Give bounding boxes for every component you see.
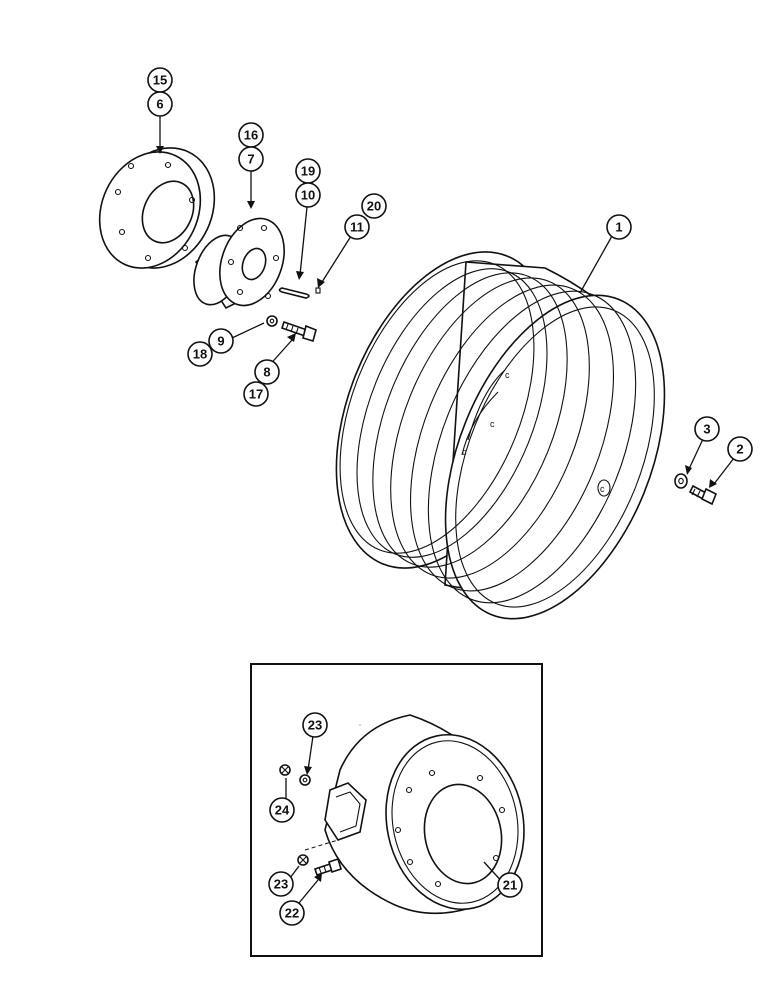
- washer-icon: [266, 315, 278, 327]
- callout-label-2: 2: [736, 442, 743, 457]
- hub-flange-icon: [98, 147, 216, 269]
- callout-label-8: 8: [263, 365, 270, 380]
- callout-label-11: 11: [350, 220, 364, 235]
- bolt-icon: [280, 320, 317, 343]
- washer-icon: [299, 774, 311, 786]
- callout-9: 9: [208, 328, 234, 354]
- callout-label-19: 19: [301, 164, 315, 179]
- callout-24: 24: [269, 797, 295, 823]
- callout-label-22: 22: [285, 906, 299, 921]
- callout-label-15: 15: [153, 73, 167, 88]
- callout-label-23: 23: [308, 718, 322, 733]
- callout-15: 15: [147, 67, 173, 93]
- svg-text:c: c: [600, 484, 605, 494]
- bolt-icon: [688, 484, 718, 506]
- callout-label-21: 21: [503, 878, 517, 893]
- wheel-weight-icon: [304, 714, 525, 915]
- callout-23: 23: [268, 871, 294, 897]
- callout-11: 11: [344, 214, 370, 240]
- callout-label-10: 10: [301, 188, 315, 203]
- callout-10: 10: [295, 182, 321, 208]
- washer-icon: [674, 473, 688, 489]
- callout-label-3: 3: [703, 422, 710, 437]
- callout-label-9: 9: [217, 334, 224, 349]
- callout-label-7: 7: [247, 152, 254, 167]
- callout-6: 6: [147, 91, 173, 117]
- callout-label-17: 17: [249, 387, 263, 402]
- callout-17: 17: [243, 381, 269, 407]
- callout-18: 18: [187, 341, 213, 367]
- wheel-rim-icon: c c c c: [335, 251, 666, 620]
- callout-2: 2: [727, 436, 753, 462]
- callout-21: 21: [497, 872, 523, 898]
- callout-3: 3: [694, 416, 720, 442]
- callout-19: 19: [295, 158, 321, 184]
- svg-text:c: c: [505, 370, 510, 380]
- callout-label-23: 23: [274, 877, 288, 892]
- callout-23: 23: [302, 712, 328, 738]
- callout-22: 22: [279, 900, 305, 926]
- callout-1: 1: [606, 214, 632, 240]
- callout-label-1: 1: [615, 220, 622, 235]
- callout-8: 8: [254, 359, 280, 385]
- callout-label-16: 16: [244, 128, 258, 143]
- callout-label-24: 24: [275, 803, 290, 818]
- callout-label-20: 20: [367, 199, 381, 214]
- washer-icon: [279, 764, 291, 776]
- callout-16: 16: [238, 122, 264, 148]
- key-icon: [278, 287, 321, 299]
- svg-text:c: c: [462, 447, 467, 457]
- svg-text:c: c: [490, 419, 495, 429]
- bolt-icon: [313, 857, 342, 877]
- callout-label-6: 6: [156, 97, 163, 112]
- callout-20: 20: [361, 193, 387, 219]
- callout-label-18: 18: [193, 347, 207, 362]
- inset-frame: [250, 663, 543, 957]
- hub-icon: [193, 217, 285, 310]
- washer-icon: [297, 854, 309, 866]
- callout-7: 7: [238, 146, 264, 172]
